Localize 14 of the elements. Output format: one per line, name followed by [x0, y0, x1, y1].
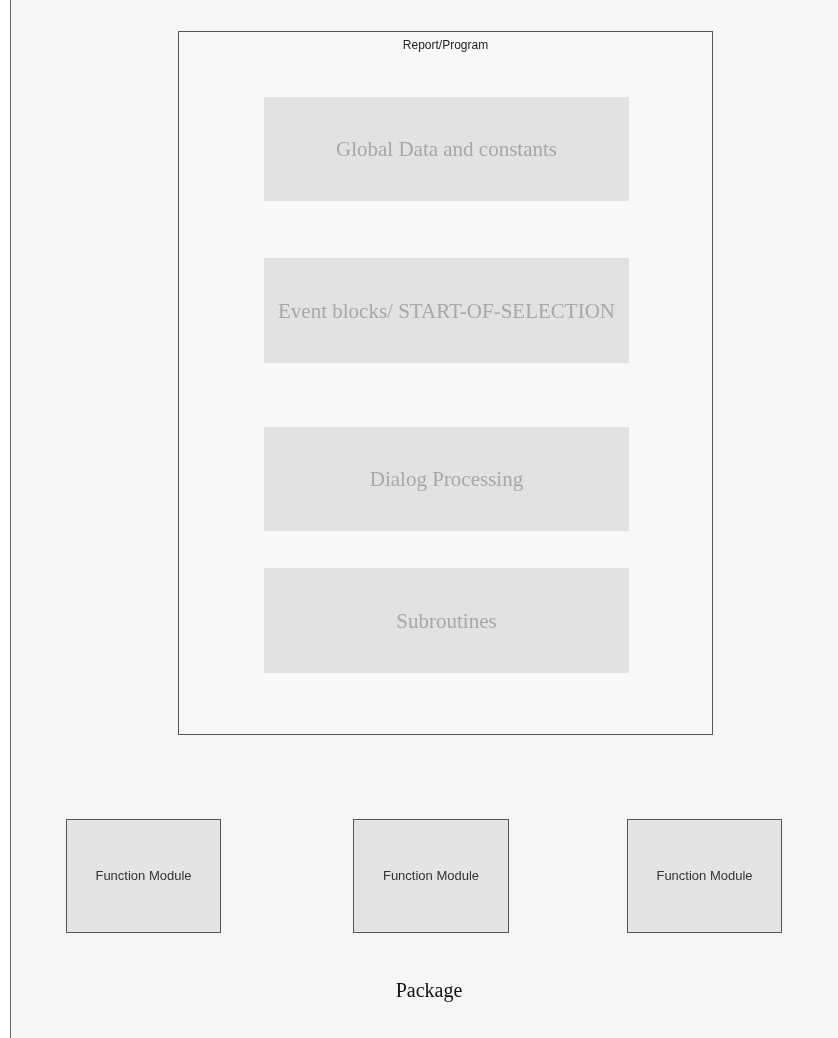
- section-label: Subroutines: [395, 607, 498, 635]
- section-label: Event blocks/ START-OF-SELECTION: [277, 297, 616, 325]
- module-label: Function Module: [655, 867, 754, 885]
- program-container: [178, 31, 713, 735]
- package-container: [10, 0, 838, 1038]
- module-label: Function Module: [94, 867, 193, 885]
- program-heading: Report/Program: [401, 38, 490, 52]
- function-module-box: [66, 819, 221, 933]
- function-module-box: [353, 819, 509, 933]
- function-module-box: [627, 819, 782, 933]
- section-label: Global Data and constants: [335, 135, 558, 163]
- section-label: Dialog Processing: [368, 465, 525, 493]
- package-label: Package: [394, 979, 464, 1002]
- module-label: Function Module: [381, 867, 481, 885]
